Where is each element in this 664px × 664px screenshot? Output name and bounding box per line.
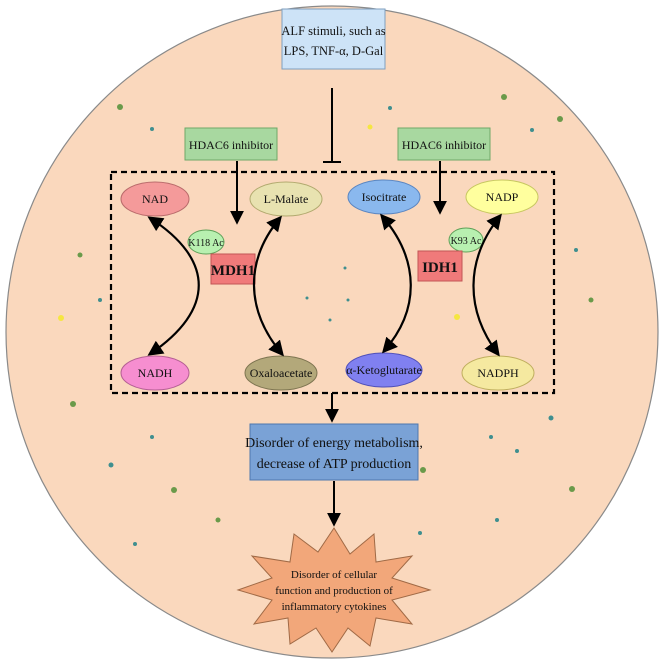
particle (367, 124, 373, 130)
particle (171, 487, 177, 493)
particle (489, 435, 493, 439)
outcome-line2: decrease of ATP production (257, 457, 412, 472)
nadh-node: NADH (120, 355, 190, 391)
k93-ac-badge: K93 Ac (448, 227, 484, 253)
particle (495, 518, 499, 522)
particle (98, 298, 102, 302)
malate-oxaloacetate-arrow (253, 215, 284, 357)
idh1-label: IDH1 (422, 260, 458, 276)
particle (388, 106, 392, 110)
particle (501, 94, 507, 100)
particle (77, 252, 83, 258)
nadh-label: NADH (138, 366, 173, 380)
ketoglutarate-node: α-Ketoglutarate (345, 352, 423, 388)
mdh1-label: MDH1 (211, 263, 255, 279)
particle (305, 296, 309, 300)
ketoglutarate-label: α-Ketoglutarate (346, 363, 422, 377)
stimuli-box: ALF stimuli, such as LPS, TNF-α, D-Gal (281, 8, 386, 70)
nadp-label: NADP (486, 190, 519, 204)
final-line1: Disorder of cellular (291, 569, 377, 581)
malate-node: L-Malate (249, 181, 323, 217)
inhibitor-left-label: HDAC6 inhibitor (189, 138, 273, 152)
cell-body (5, 5, 659, 659)
particle (328, 318, 332, 322)
particle (574, 248, 578, 252)
particle (117, 104, 123, 110)
mdh1-enzyme-box: MDH1 (210, 253, 256, 285)
particle (530, 128, 534, 132)
nad-label: NAD (142, 192, 168, 206)
particle (515, 449, 519, 453)
hdac6-inhibitor-right: HDAC6 inhibitor (397, 127, 491, 161)
particle (215, 517, 221, 523)
particles (58, 94, 594, 546)
particle (569, 486, 575, 492)
particle (150, 435, 154, 439)
k93-label: K93 Ac (451, 236, 482, 247)
particle (418, 531, 422, 535)
particle (557, 116, 563, 122)
isocitrate-ketoglutarate-arrow (379, 213, 412, 354)
nadp-node: NADP (465, 179, 539, 215)
nadp-nadph-arrow (472, 213, 502, 357)
particle (150, 127, 154, 131)
particle (588, 297, 594, 303)
malate-label: L-Malate (264, 192, 309, 206)
stimuli-line1: ALF stimuli, such as (281, 24, 385, 38)
isocitrate-label: Isocitrate (362, 190, 407, 204)
k118-label: K118 Ac (188, 238, 224, 249)
particle (548, 415, 554, 421)
nad-nadh-arrow (147, 216, 200, 356)
nad-node: NAD (120, 181, 190, 217)
particle (420, 467, 426, 473)
oxaloacetate-node: Oxaloacetate (244, 355, 318, 391)
nadph-node: NADPH (461, 355, 535, 391)
idh1-enzyme-box: IDH1 (417, 250, 463, 282)
hdac6-inhibitor-left: HDAC6 inhibitor (184, 127, 278, 161)
particle (454, 314, 460, 320)
outcome-box: Disorder of energy metabolism, decrease … (245, 423, 423, 481)
k118-ac-badge: K118 Ac (187, 229, 225, 255)
inhibitor-right-label: HDAC6 inhibitor (402, 138, 486, 152)
particle (70, 401, 76, 407)
oxaloacetate-label: Oxaloacetate (250, 366, 313, 380)
nadph-label: NADPH (477, 366, 519, 380)
particle (108, 462, 114, 468)
final-effect-burst: Disorder of cellular function and produc… (236, 527, 432, 653)
particle (133, 542, 137, 546)
particle (58, 315, 64, 321)
particle (346, 298, 350, 302)
final-line2: function and production of (275, 585, 393, 597)
isocitrate-node: Isocitrate (347, 179, 421, 215)
final-line3: inflammatory cytokines (282, 601, 387, 613)
outcome-line1: Disorder of energy metabolism, (245, 436, 423, 451)
particle (343, 266, 347, 270)
stimuli-line2: LPS, TNF-α, D-Gal (284, 44, 384, 58)
